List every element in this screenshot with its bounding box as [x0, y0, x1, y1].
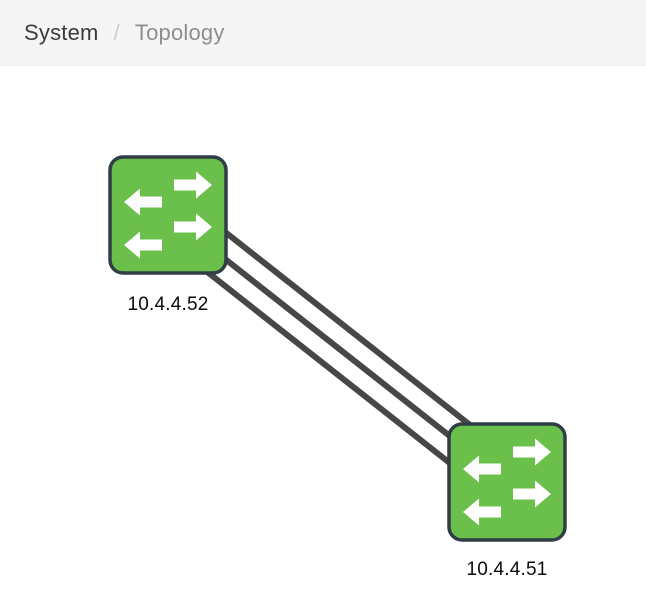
breadcrumb-item-system[interactable]: System — [24, 19, 99, 45]
topology-canvas[interactable]: 10.4.4.52 10.4.4.51 — [0, 66, 646, 614]
topology-graph — [108, 155, 567, 542]
breadcrumb-item-topology[interactable]: Topology — [134, 19, 225, 45]
breadcrumb: System / Topology — [24, 20, 225, 46]
switch-icon[interactable] — [108, 155, 228, 275]
breadcrumb-header: System / Topology — [0, 0, 646, 66]
breadcrumb-separator: / — [113, 19, 120, 45]
switch-icon[interactable] — [447, 422, 567, 542]
